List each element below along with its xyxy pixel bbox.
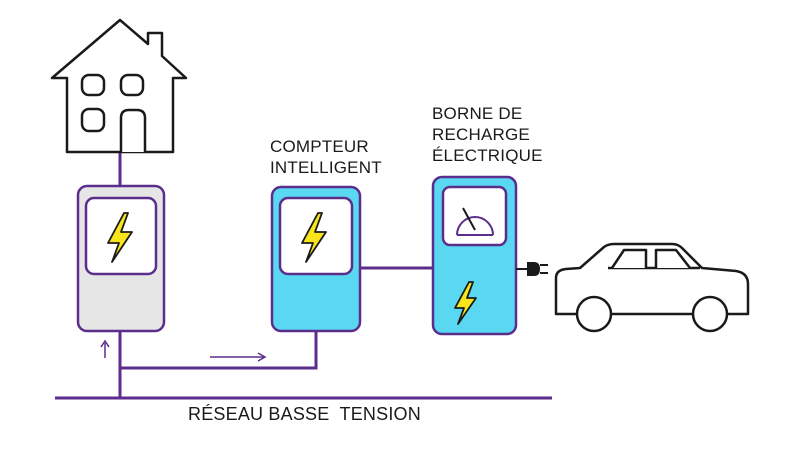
- gauge-icon: [456, 207, 494, 236]
- old-meter: [76, 184, 166, 333]
- lightning-icon: [301, 212, 327, 263]
- charging-station-label-line3: ÉLECTRIQUE: [432, 146, 543, 165]
- smart-meter-label-line1: COMPTEUR: [270, 137, 369, 156]
- arrow-right-icon: [210, 352, 267, 362]
- wire-to-smart-meter: [120, 331, 318, 370]
- car-icon: [554, 242, 750, 333]
- arrow-up-icon: [100, 339, 110, 358]
- charging-station-label-line2: RECHARGE: [432, 125, 530, 144]
- charging-station-label-line1: BORNE DE: [432, 104, 523, 123]
- charging-station: [431, 175, 518, 336]
- lightning-icon: [454, 281, 477, 325]
- smart-meter: [270, 185, 362, 333]
- smart-meter-label: COMPTEUR INTELLIGENT: [270, 136, 382, 178]
- charging-station-label: BORNE DE RECHARGE ÉLECTRIQUE: [432, 103, 543, 166]
- house-icon: [50, 18, 188, 154]
- grid-label: RÉSEAU BASSE TENSION: [188, 404, 421, 424]
- smart-meter-label-line2: INTELLIGENT: [270, 158, 382, 177]
- plug-icon: [516, 262, 548, 276]
- lightning-icon: [107, 212, 133, 263]
